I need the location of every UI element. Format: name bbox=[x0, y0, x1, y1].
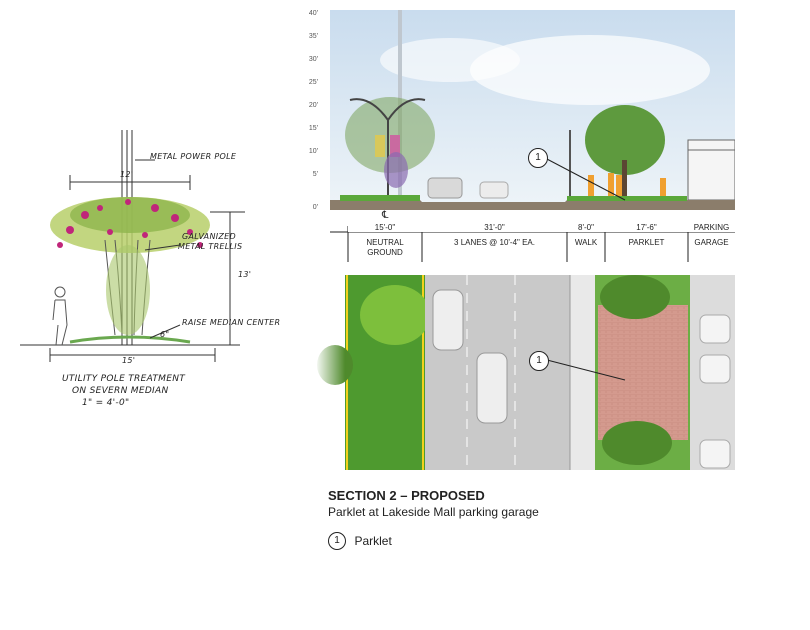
zone-neutral-1: NEUTRAL bbox=[366, 238, 404, 247]
elevation-tick: 10' bbox=[308, 148, 318, 155]
label-width-base: 15' bbox=[122, 356, 136, 365]
zone-parklet: PARKLET bbox=[628, 238, 665, 247]
elevation-tick: 40' bbox=[308, 10, 318, 17]
label-trellis-2: METAL TRELLIS bbox=[178, 242, 243, 251]
dimension-strip: 15'-0" 31'-0" 8'-0" 17'-6" PARKING NEUTR… bbox=[330, 222, 735, 262]
elevation-tick: 25' bbox=[308, 79, 318, 86]
elevation-tick: 20' bbox=[308, 102, 318, 109]
sketch-caption-1: UTILITY POLE TREATMENT bbox=[62, 374, 186, 384]
plan-callout-1: 1 bbox=[529, 351, 549, 371]
label-trellis-1: GALVANIZED bbox=[182, 232, 236, 241]
zone-garage: GARAGE bbox=[694, 238, 729, 247]
legend-number: 1 bbox=[328, 532, 346, 550]
sketch-caption-2: ON SEVERN MEDIAN bbox=[72, 386, 169, 396]
plan-drawing bbox=[315, 275, 735, 470]
label-width-top: 12' bbox=[120, 170, 134, 179]
caption-subtitle: Parklet at Lakeside Mall parking garage bbox=[328, 505, 539, 519]
dimension-lines bbox=[330, 226, 735, 262]
elevation-tick: 30' bbox=[308, 56, 318, 63]
legend-label: Parklet bbox=[354, 534, 392, 548]
section-drawing bbox=[330, 10, 736, 210]
section-callout-1: 1 bbox=[528, 148, 548, 168]
dim-parking: PARKING bbox=[688, 223, 735, 232]
sketch-caption-3: 1" = 4'-0" bbox=[82, 398, 130, 408]
plan-view: 1 bbox=[315, 275, 735, 470]
label-raise-median: RAISE MEDIAN CENTER bbox=[182, 318, 281, 327]
sketch-drawing bbox=[20, 130, 245, 362]
elevation-tick: 0' bbox=[312, 204, 318, 211]
elevation-axis: 40' 35' 30' 25' 20' 15' 10' 5' 0' bbox=[300, 10, 330, 211]
elevation-tick: 15' bbox=[308, 125, 318, 132]
section-elevation: 1 ℄ bbox=[330, 10, 736, 221]
zone-walk: WALK bbox=[574, 238, 598, 247]
label-height: 13' bbox=[238, 270, 252, 279]
centerline-symbol: ℄ bbox=[382, 210, 389, 221]
elevation-tick: 5' bbox=[312, 171, 318, 178]
utility-pole-sketch: METAL POWER POLE 12' 13' GALVANIZED META… bbox=[10, 120, 310, 420]
label-median-height: 6" bbox=[160, 330, 170, 339]
dim-parklet: 17'-6" bbox=[605, 223, 688, 232]
caption-title: SECTION 2 – PROPOSED bbox=[328, 488, 485, 503]
elevation-tick: 35' bbox=[308, 33, 318, 40]
dim-walk: 8'-0" bbox=[567, 223, 605, 232]
dim-lanes: 31'-0" bbox=[422, 223, 567, 232]
legend-item: 1 Parklet bbox=[328, 532, 392, 552]
zone-lanes: 3 LANES @ 10'-4" EA. bbox=[454, 238, 535, 247]
label-metal-power-pole: METAL POWER POLE bbox=[150, 152, 237, 161]
dim-neutral: 15'-0" bbox=[348, 223, 422, 232]
zone-neutral-2: GROUND bbox=[367, 248, 403, 257]
